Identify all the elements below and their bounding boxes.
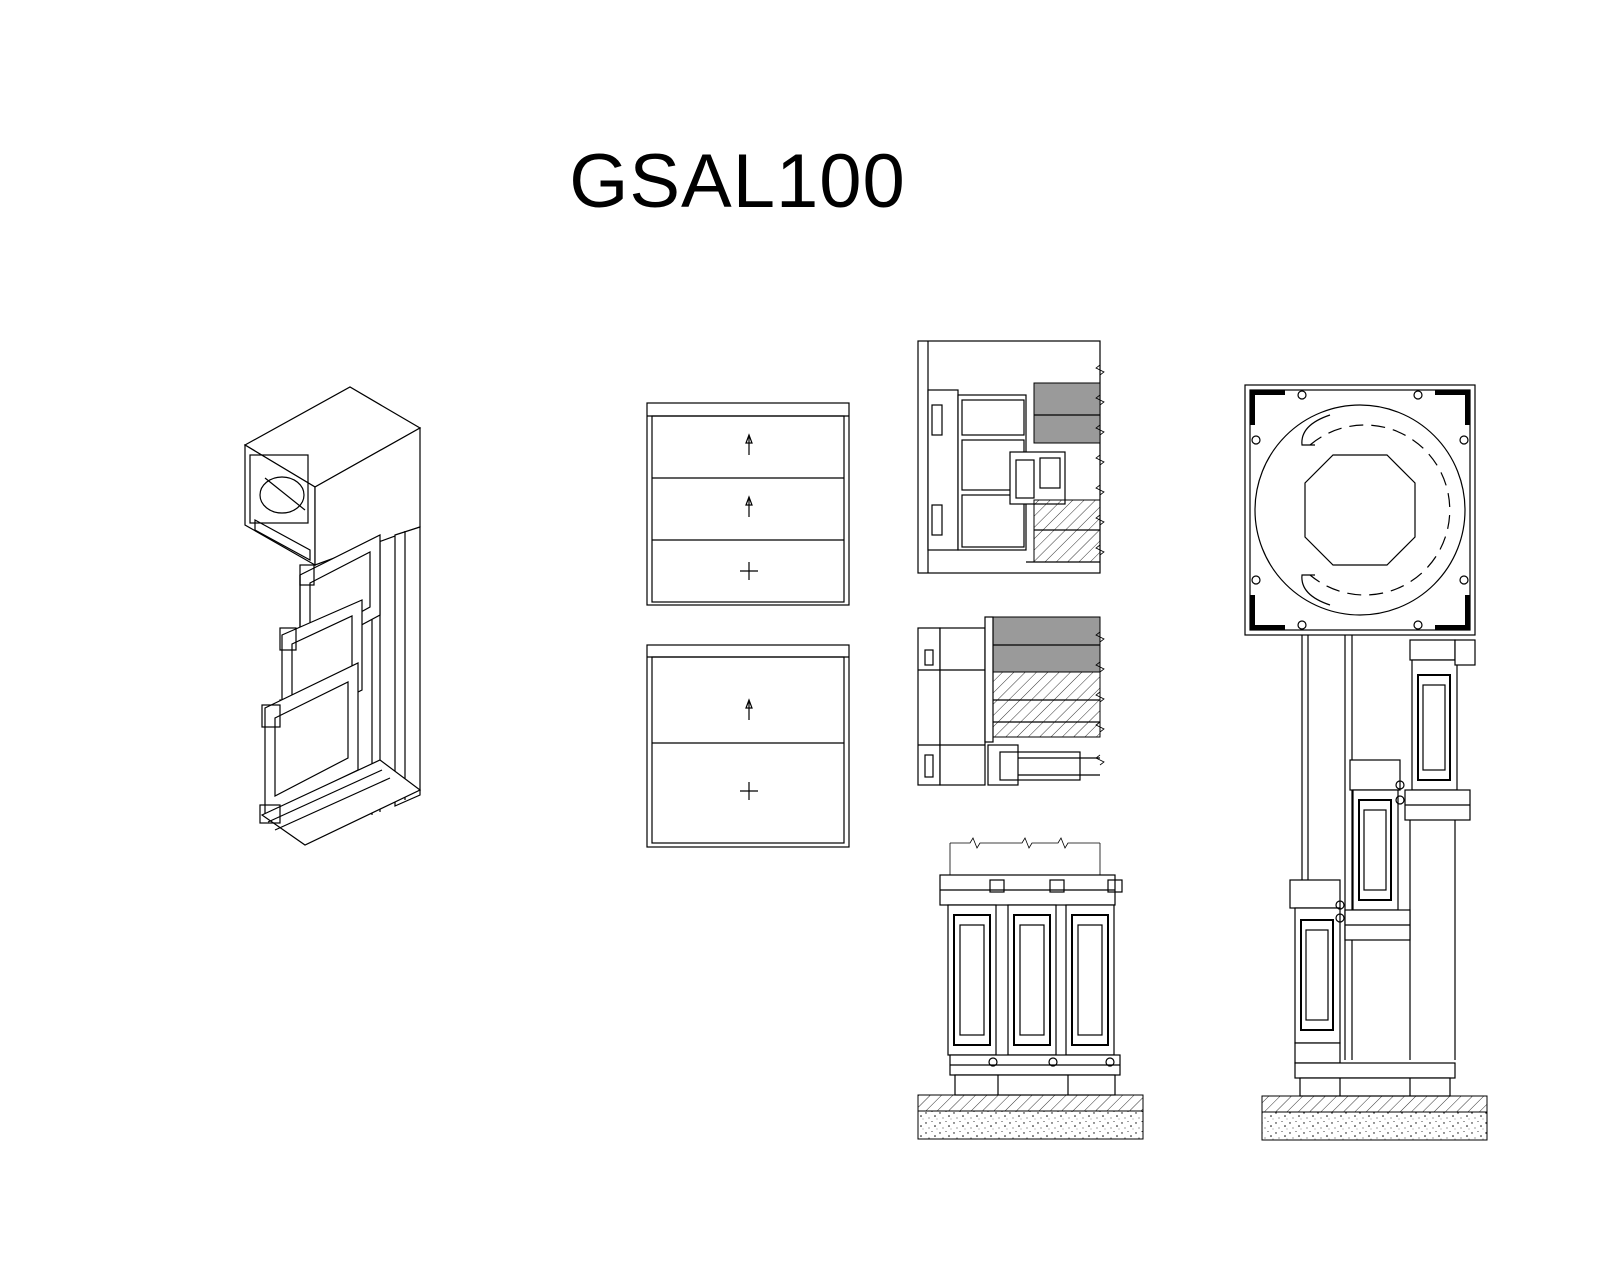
elevation-two-panel	[646, 644, 850, 848]
plan-section-triple-track	[917, 837, 1144, 1140]
isometric-view	[243, 386, 422, 846]
up-arrow-icon	[745, 698, 753, 720]
section-sill-detail	[917, 616, 1105, 786]
section-head-detail	[917, 340, 1105, 574]
up-arrow-icon	[745, 495, 753, 517]
fixed-cross-icon	[740, 782, 758, 800]
fixed-cross-icon	[740, 562, 758, 580]
up-arrow-icon	[745, 433, 753, 455]
vertical-section-with-roller-box	[1244, 384, 1488, 1141]
elevation-three-panel	[646, 402, 850, 606]
page-title: GSAL100	[569, 139, 906, 224]
